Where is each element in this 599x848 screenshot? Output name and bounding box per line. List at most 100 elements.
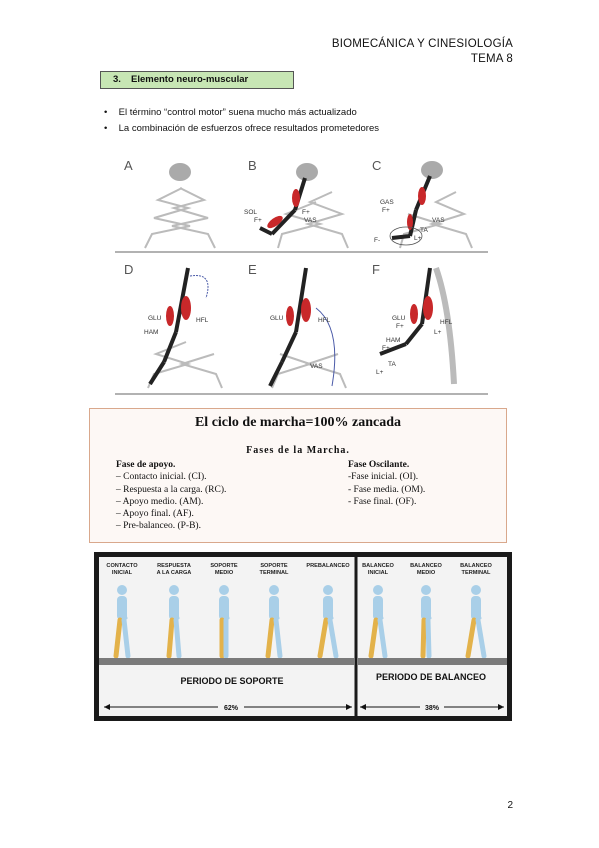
bullet-icon: •	[104, 107, 108, 118]
muscle-label: F+	[254, 217, 262, 224]
section-title: Elemento neuro-muscular	[131, 74, 249, 85]
panel-label: C	[372, 158, 381, 173]
gait-cycle-title: El ciclo de marcha=100% zancada	[194, 415, 402, 430]
panel-label: D	[124, 262, 133, 277]
muscle-label: F+	[396, 323, 404, 330]
figure-background	[99, 557, 507, 716]
panel-label: E	[248, 262, 257, 277]
floor	[358, 658, 507, 665]
section-number: 3.	[113, 74, 121, 85]
bullet-item: • El término “control motor” suena mucho…	[104, 107, 357, 118]
list-item: – Contacto inicial. (CI).	[116, 472, 207, 483]
walking-figures	[113, 585, 487, 659]
phase-label: BALANCEO	[410, 563, 442, 569]
phase-label: BALANCEO	[362, 563, 394, 569]
header-topic: TEMA 8	[470, 53, 513, 65]
phase-label: SOPORTE	[260, 563, 288, 569]
list-item: – Pre-balanceo. (P-B).	[116, 521, 201, 532]
swing-phase-heading: Fase Oscilante.	[348, 460, 410, 470]
muscle-label: HAM	[386, 337, 400, 344]
phase-label: INICIAL	[112, 570, 133, 576]
muscle-label: F+	[382, 345, 390, 352]
support-percent: 62%	[224, 705, 239, 712]
muscle-label: VAS	[432, 217, 445, 224]
walking-figure	[368, 585, 388, 659]
phase-label: PREBALANCEO	[306, 563, 350, 569]
muscle-label: HFL	[318, 317, 331, 324]
header-subject: BIOMECÁNICA Y CINESIOLOGÍA	[331, 38, 513, 50]
muscle-label: L+	[434, 329, 442, 336]
muscle-label: HFL	[196, 317, 209, 324]
muscle-label: L+	[414, 235, 422, 242]
list-item: – Apoyo medio. (AM).	[116, 496, 204, 507]
pct-bg	[420, 702, 444, 712]
swing-period-label: PERIODO DE BALANCEO	[376, 672, 486, 682]
phase-label: MEDIO	[417, 570, 436, 576]
gait-phases-subtitle: Fases de la Marcha.	[246, 445, 350, 456]
bullet-text: La combinación de esfuerzos ofrece resul…	[118, 123, 379, 134]
swing-percent: 38%	[425, 705, 440, 712]
panel-e: E GLU HFL VAS	[248, 262, 347, 389]
swing-phase-list: Fase Oscilante. -Fase inicial. (OI). - F…	[348, 459, 425, 508]
walking-figure	[317, 585, 339, 659]
arrow-head-icon	[346, 704, 352, 710]
support-phase-heading: Fase de apoyo.	[116, 460, 176, 470]
phase-label: A LA CARGA	[157, 570, 192, 576]
muscle-label: GLU	[148, 315, 162, 322]
bullet-item: • La combinación de esfuerzos ofrece res…	[104, 123, 379, 134]
muscle-label: GLU	[392, 315, 406, 322]
support-period-label: PERIODO DE SOPORTE	[180, 676, 283, 686]
floor	[99, 658, 355, 665]
muscle-label: VAS	[304, 217, 317, 224]
muscle-label: HFL	[440, 319, 453, 326]
support-phase-list: Fase de apoyo. – Contacto inicial. (CI).…	[116, 459, 226, 533]
phase-label: MEDIO	[215, 570, 234, 576]
list-item: – Respuesta a la carga. (RC).	[116, 484, 227, 495]
panel-b: B SOL F+ F+ VAS	[244, 158, 349, 249]
walking-figure	[219, 585, 230, 659]
arrow-head-icon	[498, 704, 504, 710]
panel-d: D GLU HFL HAM	[124, 262, 223, 389]
phase-label: TERMINAL	[462, 570, 491, 576]
muscle-label: GLU	[270, 315, 284, 322]
phase-label: BALANCEO	[460, 563, 492, 569]
list-item: -Fase inicial. (OI).	[348, 472, 419, 483]
muscle-label: GAS	[380, 199, 394, 206]
phase-label: INICIAL	[368, 570, 389, 576]
panel-c: C GAS F+ VAS TA L+ F-	[372, 158, 473, 249]
list-item: – Apoyo final. (AF).	[116, 509, 194, 520]
list-item: - Fase media. (OM).	[348, 484, 426, 495]
muscle-label: L+	[376, 369, 384, 376]
page-number: 2	[507, 800, 513, 811]
panel-label: F	[372, 262, 380, 277]
bullet-text: El término “control motor” suena mucho m…	[118, 107, 357, 118]
muscle-label: F+	[302, 209, 310, 216]
walking-figure	[465, 585, 487, 659]
panel-a: A	[124, 158, 216, 249]
arrow-head-icon	[104, 704, 110, 710]
phase-label: TERMINAL	[260, 570, 289, 576]
pct-bg	[218, 702, 244, 712]
muscle-label: SOL	[244, 209, 257, 216]
panel-f: F GLU F+ HFL L+ HAM F+ TA L+	[372, 262, 457, 385]
muscle-label: HAM	[144, 329, 158, 336]
walking-figure	[166, 585, 182, 659]
list-item: - Fase final. (OF).	[348, 496, 417, 507]
walking-figure	[420, 585, 432, 659]
section-heading: 3. Elemento neuro-muscular	[100, 71, 294, 89]
phase-label: SOPORTE	[210, 563, 238, 569]
muscle-label: TA	[420, 227, 428, 234]
walking-figure	[113, 585, 131, 659]
neuromuscular-model-figure: A B SOL F+ F+ VAS C GAS F+ VAS TA L+	[115, 158, 488, 395]
muscle-label: VAS	[310, 363, 323, 370]
panel-label: A	[124, 158, 133, 173]
walking-figure	[265, 585, 283, 659]
muscle-label: TA	[388, 361, 396, 368]
muscle-label: F+	[382, 207, 390, 214]
phase-label: CONTACTO	[106, 563, 138, 569]
bullet-icon: •	[104, 123, 108, 134]
phase-label: RESPUESTA	[157, 563, 191, 569]
arrow-head-icon	[360, 704, 366, 710]
